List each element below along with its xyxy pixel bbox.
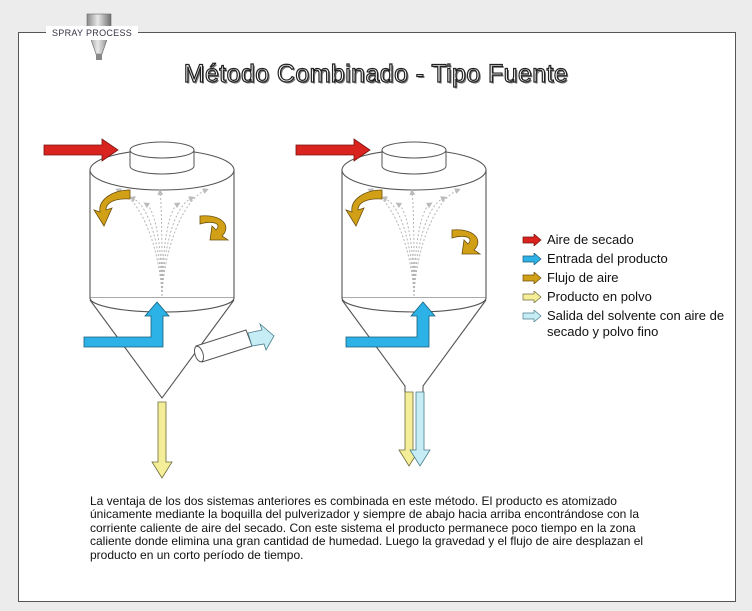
airflow-arrows-right [345, 189, 482, 255]
legend-label: Salida del solvente con aire de secado y… [547, 308, 725, 339]
gold-arrow-icon [522, 272, 542, 284]
red-arrow-icon [522, 234, 542, 246]
legend-item: Flujo de aire [522, 270, 725, 289]
powder-outlet-arrow-left [151, 401, 173, 479]
yellow-arrow-icon [522, 291, 542, 303]
legend-label: Flujo de aire [547, 270, 619, 285]
exhaust-outlet-arrow-right [409, 391, 431, 467]
slide-frame [18, 32, 736, 602]
exhaust-duct-left [193, 322, 275, 363]
legend-label: Producto en polvo [547, 289, 652, 304]
legend: Aire de secado Entrada del producto Fluj… [522, 232, 725, 340]
air-inlet-arrow-left [43, 138, 119, 162]
product-inlet-arrow-left [83, 301, 170, 348]
legend-item: Producto en polvo [522, 289, 725, 308]
air-inlet-arrow-right [295, 138, 371, 162]
powder-outlet-arrow-right [398, 391, 420, 467]
page-title: Método Combinado - Tipo Fuente [183, 59, 569, 88]
legend-item: Salida del solvente con aire de secado y… [522, 308, 725, 340]
legend-item: Aire de secado [522, 232, 725, 251]
product-inlet-arrow-right [345, 301, 436, 348]
legend-item: Entrada del producto [522, 251, 725, 270]
legend-label: Entrada del producto [547, 251, 668, 266]
brand-label: SPRAY PROCESS [46, 26, 139, 40]
legend-label: Aire de secado [547, 232, 634, 247]
airflow-arrows-left [93, 189, 230, 241]
blue-arrow-icon [522, 253, 542, 265]
light-blue-arrow-icon [522, 310, 542, 322]
description-paragraph: La ventaja de los dos sistemas anteriore… [90, 494, 644, 562]
